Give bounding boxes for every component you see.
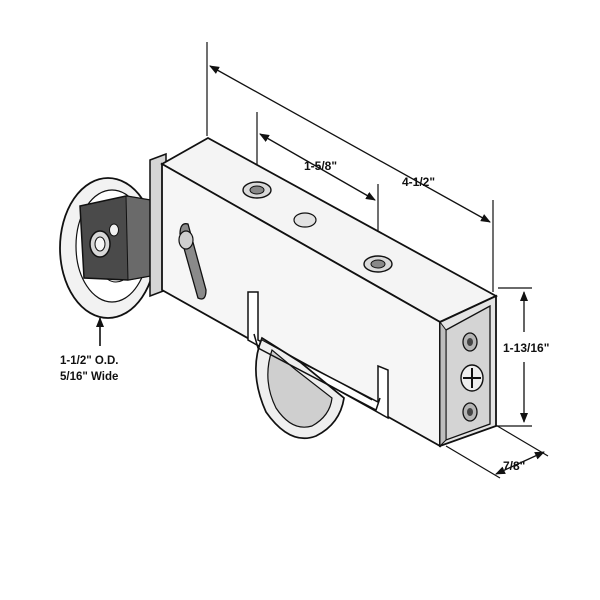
wheel-od-label: 1-1/2" O.D. (60, 355, 119, 367)
dimension-height: 1-13/16" (492, 287, 549, 427)
extension-line (445, 445, 501, 479)
center-hole-icon (293, 212, 317, 228)
overall-length-label: 4-1/2" (402, 175, 435, 189)
adjustment-screw-icon (460, 364, 484, 392)
hole-spacing-label: 1-5/8" (304, 159, 337, 173)
extension-line (493, 423, 549, 457)
dimension-line (495, 451, 545, 475)
dimension-line (259, 133, 376, 201)
adjustment-slot (178, 223, 207, 300)
height-label: 1-13/16" (503, 341, 549, 355)
end-cap-hardware (460, 332, 484, 422)
rivet-icon (109, 223, 119, 237)
wheel-callout: 1-1/2" O.D. 5/16" Wide (60, 317, 119, 383)
rear-wheel (253, 333, 381, 440)
wheel-width-label: 5/16" Wide (60, 371, 118, 383)
mounting-hole-icon (363, 255, 393, 273)
width-label: 7/8" (503, 459, 525, 473)
mounting-hole-icon (242, 181, 272, 199)
left-bracket (79, 195, 151, 281)
dimension-width: 7/8" (445, 423, 549, 479)
